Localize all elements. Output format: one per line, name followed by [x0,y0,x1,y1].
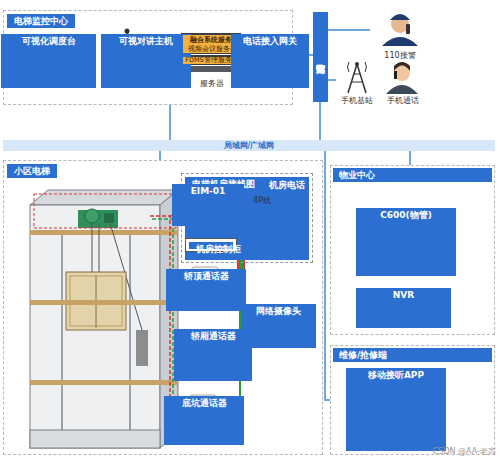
car-intercom: 轿厢通话器 [189,326,237,381]
node-title: 轿顶通话器 [166,269,246,311]
node-title: 物业中心 [333,168,492,182]
base-station: 手机基站 [336,60,378,105]
node-title: 可视化调度台 [1,34,96,88]
connector-line [169,105,171,140]
monitor-panel: 电梯监控中心可视化调度台可视对讲主机融合系统服务器视频会议服务器FDMS管理服务… [3,10,293,105]
property-panel: 物业中心 C600(物管) NVR [330,165,495,335]
repair-panel: 维修/抢修端移动接听APP [330,345,495,455]
dispatch-console: 可视化调度台 [16,31,81,88]
police-officer-icon [382,14,418,46]
node-title: 手机基站 [321,96,393,105]
base-station-icon [348,62,367,93]
mobile-call: 手机通话 [380,60,425,105]
node-title: 移动接听APP [346,368,446,451]
node-title: 维修/抢修端 [333,348,492,362]
edge-label: 4P线 [253,196,271,205]
node-title: 轿厢通话器 [174,329,252,381]
node-title: 底坑通话器 [164,396,244,445]
roof-intercom: 轿顶通话器 [181,266,231,311]
node-title: 电梯监控中心 [7,14,75,28]
node-title: 可视对讲主机 [101,34,191,88]
node-title: 110接警 [355,51,445,60]
node-title: C600(物管) [356,208,456,276]
connector-line [328,29,370,31]
network-camera: 网络摄像头 [256,301,301,348]
control-cabinet: 机房控制柜 [185,238,237,252]
node-title: 局域网/广域网 [224,141,275,150]
mobile-app: 移动接听APP [361,366,431,451]
connector-line [159,151,161,160]
connector-line [409,151,411,165]
connector-line [328,79,336,81]
eim-device: EIM-01 [187,184,247,228]
node-title: 机房控制柜 [189,242,233,249]
node-title: 小区电梯 [7,164,57,178]
node-title: NVR [356,288,451,328]
node-title: EIM-01 [172,184,244,226]
node-title: 手机通话 [365,96,440,105]
node-title: 网络摄像头 [241,304,316,348]
c600-terminal: C600(物管) [371,206,441,276]
network-band: 局域网/广域网 [3,140,495,151]
node-title: 电话接入网关 [231,34,309,88]
machine-room-box: 电梯机房接线图EIM-01机房电话机房控制柜 [181,173,313,263]
room-phone: 机房电话 [277,178,312,220]
carrier-band: 电信运营商 [313,12,328,102]
pit-intercom: 底坑通话器 [179,393,229,445]
connector-line [319,102,321,140]
police-desk: 110接警 [370,10,430,60]
nvr-recorder: NVR [371,286,436,328]
phone-user-icon [386,62,418,94]
elevator-panel: 小区电梯电梯机房接线图EIM-01机房电话机房控制柜轿顶通话器网络摄像头轿厢通话… [3,160,323,455]
intercom-host: 可视对讲主机 [116,31,176,88]
watermark: CSDN @AA-老高 [433,447,496,456]
phone-gateway: 电话接入网关 [246,31,294,88]
